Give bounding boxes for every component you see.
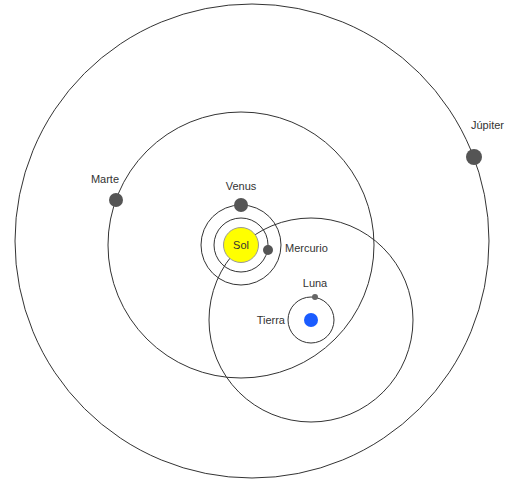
planet-label: Júpiter (470, 119, 505, 132)
moon-dot: Luna (312, 294, 318, 300)
planet-label: Mercurio (284, 242, 329, 255)
planet-dot: Marte (109, 193, 123, 207)
moon-orbit (288, 297, 334, 343)
sun-orbit (209, 218, 413, 422)
planet-label: Sol (233, 239, 249, 252)
earth-dot: Tierra (304, 313, 318, 327)
sun-circle: Sol (223, 227, 259, 263)
planet-dot: Júpiter (466, 149, 482, 165)
planet-label: Marte (90, 173, 120, 186)
venus-orbit (201, 205, 281, 285)
planet-label: Venus (225, 180, 258, 193)
mercury-orbit (214, 218, 268, 272)
planet-dot: Venus (234, 198, 248, 212)
mars-orbit (108, 112, 374, 378)
planet-label: Luna (302, 277, 328, 290)
jupiter-orbit (15, 4, 489, 478)
planet-dot: Mercurio (263, 245, 273, 255)
planet-label: Tierra (256, 314, 286, 327)
